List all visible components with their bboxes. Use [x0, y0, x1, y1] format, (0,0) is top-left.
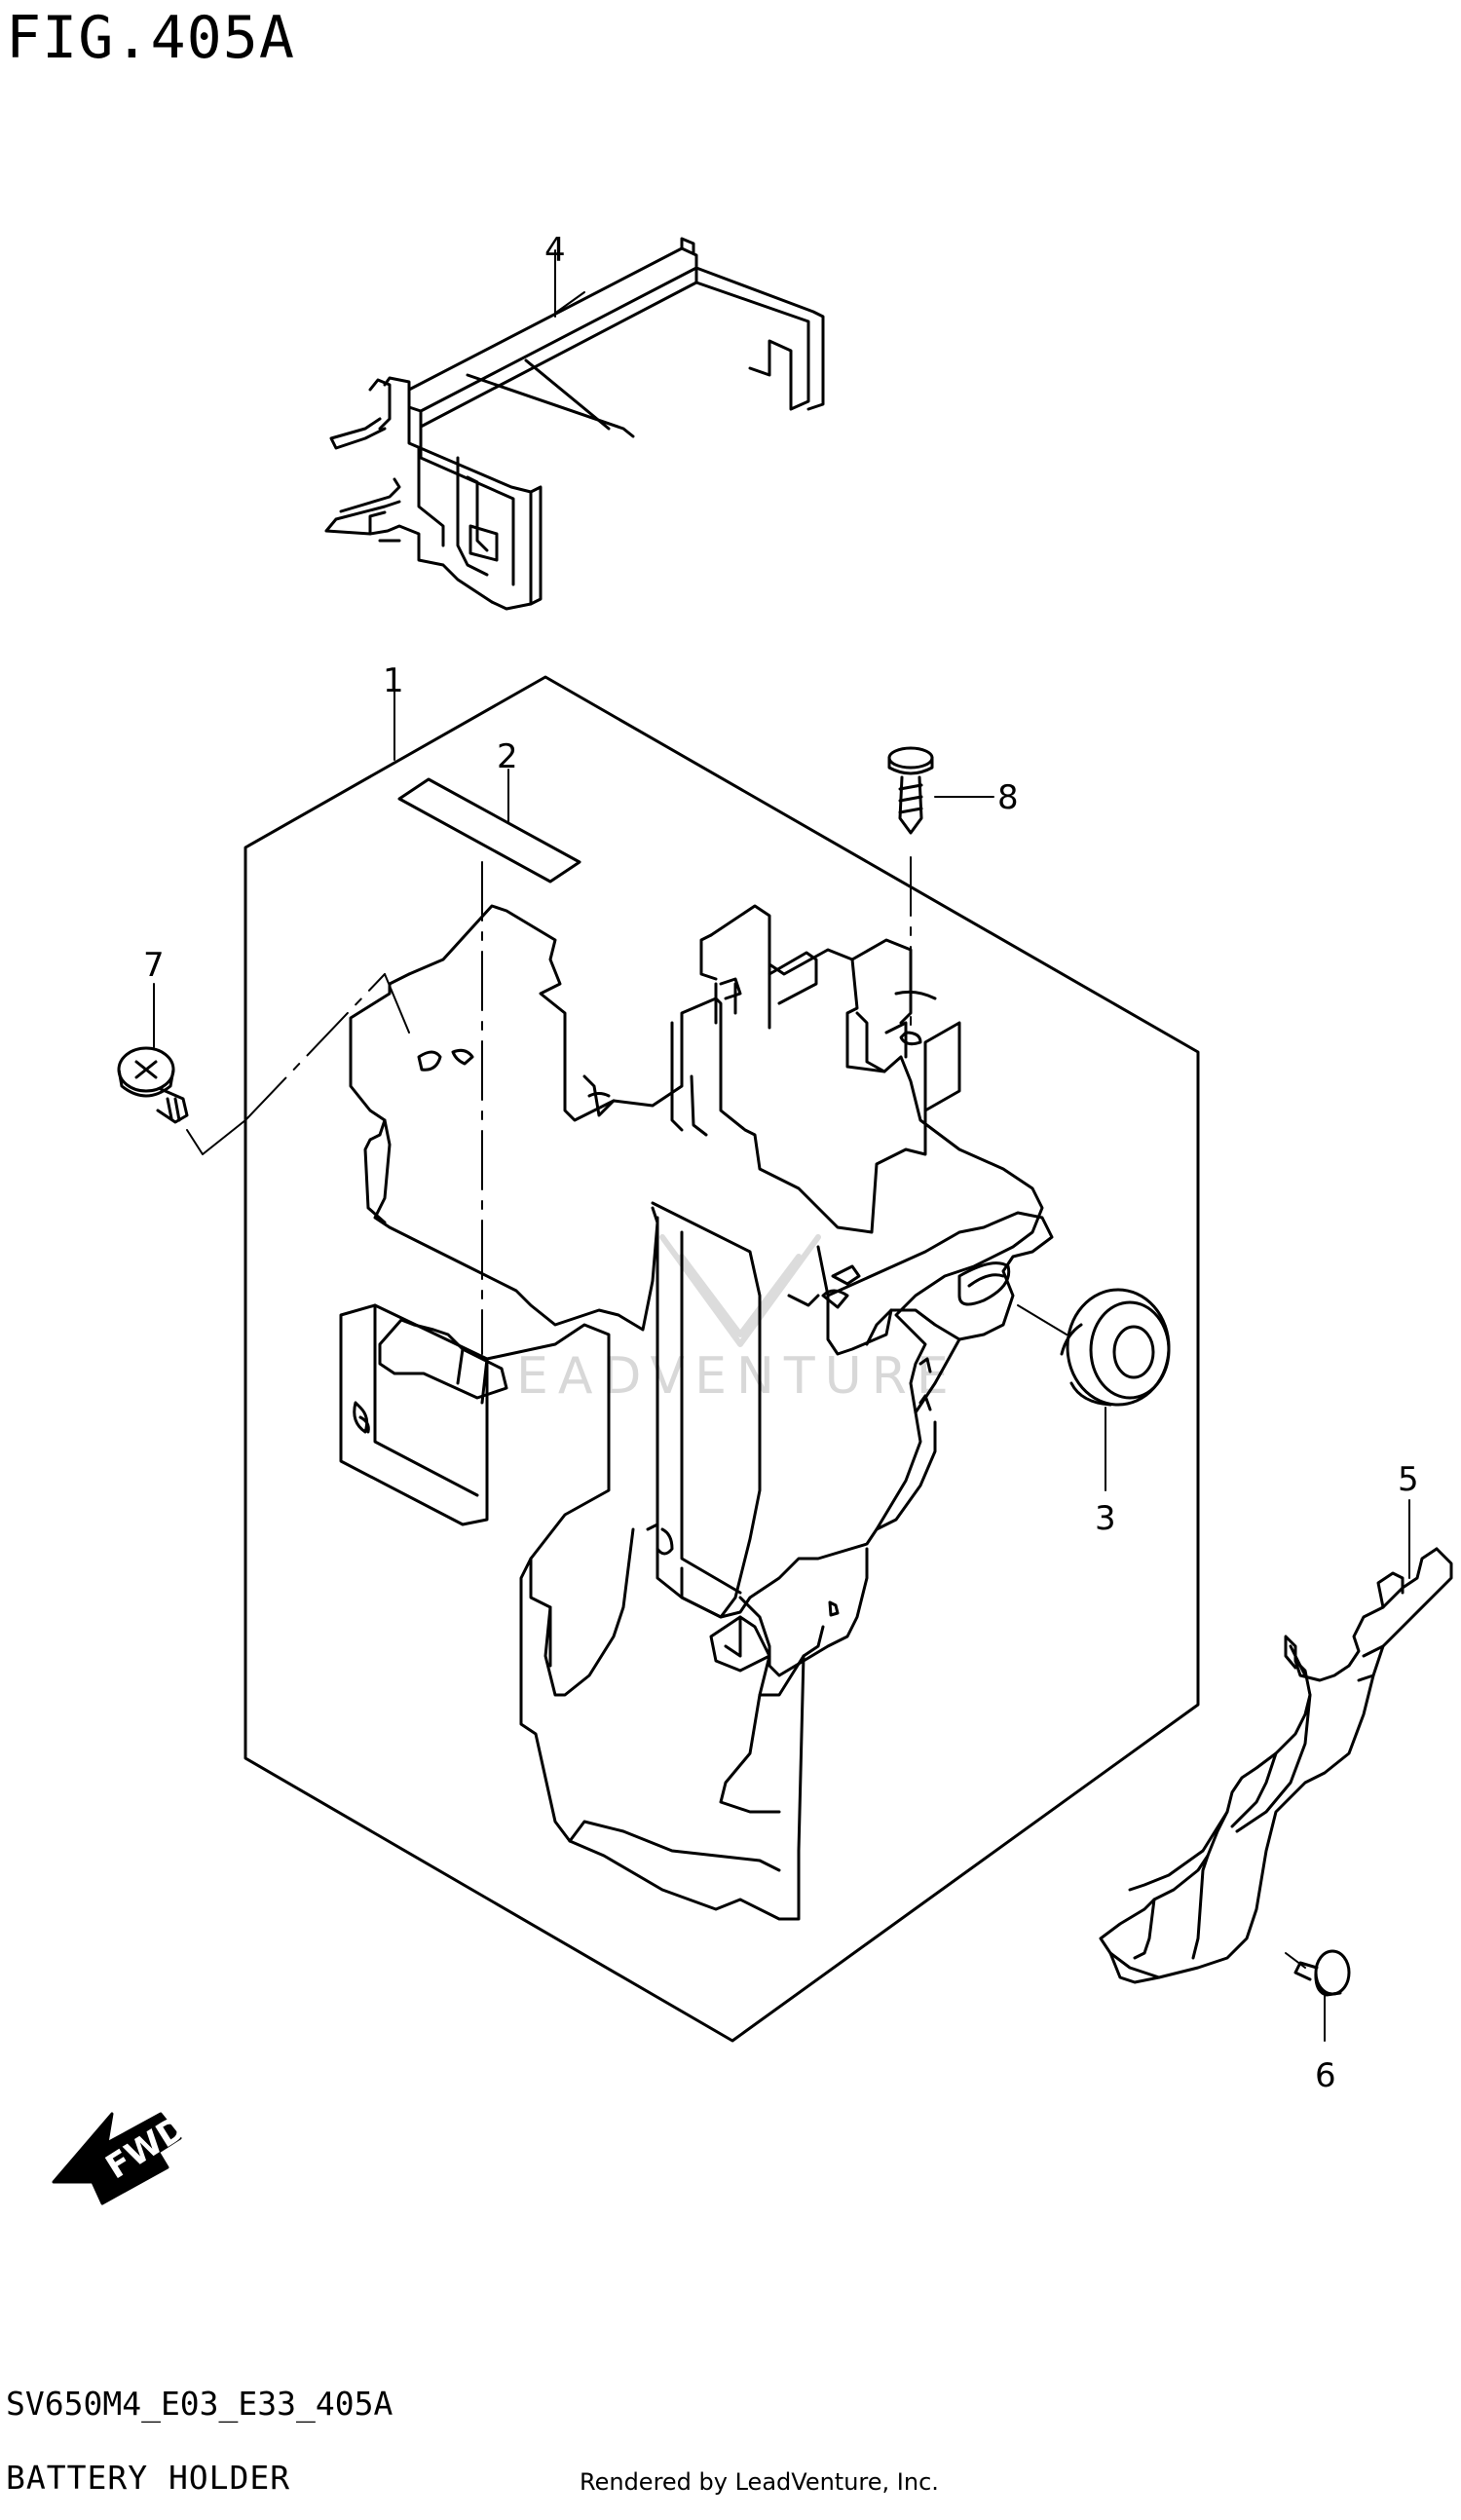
callout-5: 5	[1398, 1460, 1419, 1499]
callout-6: 6	[1315, 2056, 1336, 2095]
fwd-arrow: FWD	[52, 2108, 193, 2205]
part-7-bolt[interactable]	[117, 1046, 189, 1124]
part-1-battery-holder[interactable]	[339, 904, 1054, 1921]
part-5-side-cover[interactable]	[1099, 1547, 1453, 1984]
svg-text:EADVENTURE: EADVENTURE	[516, 1347, 958, 1406]
watermark: EADVENTURE	[516, 1234, 958, 1406]
callout-7: 7	[143, 946, 165, 985]
part-4-battery-band[interactable]	[324, 237, 825, 611]
figure-title: FIG.405A	[6, 4, 295, 72]
render-credit: Rendered by LeadVenture, Inc.	[580, 2468, 939, 2496]
part-8-screw[interactable]	[887, 746, 934, 835]
callout-4: 4	[544, 231, 566, 270]
callout-1: 1	[383, 661, 404, 700]
callout-2: 2	[497, 737, 518, 776]
callout-8: 8	[997, 778, 1019, 817]
assembly-boundary	[244, 675, 1200, 2043]
part-6-clip[interactable]	[1293, 1949, 1351, 1997]
callout-3: 3	[1095, 1499, 1116, 1538]
diagram-name: BATTERY HOLDER	[6, 2459, 291, 2497]
diagram-code: SV650M4_E03_E33_405A	[6, 2385, 393, 2423]
part-2-label[interactable]	[397, 777, 581, 884]
part-3-grommet[interactable]	[1060, 1288, 1171, 1407]
